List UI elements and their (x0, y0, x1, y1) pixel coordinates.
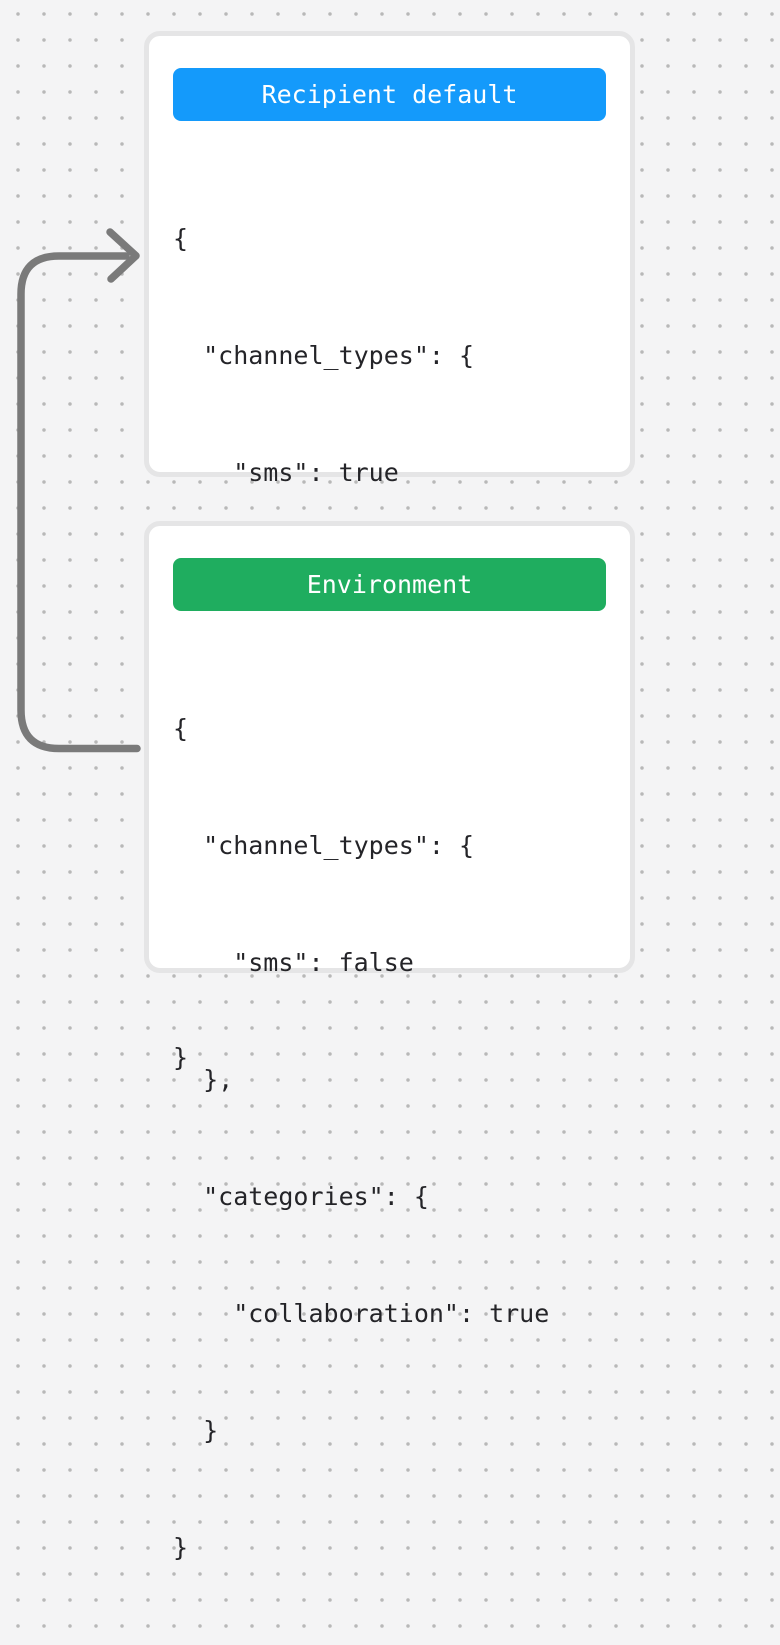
card-header: Recipient default (173, 68, 606, 121)
code-line: "categories": { (173, 1182, 429, 1211)
card-environment: Environment { "channel_types": { "sms": … (144, 521, 635, 1562)
code-block: { "channel_types": { "sms": false }, "ca… (173, 631, 606, 1645)
code-line: { (173, 714, 189, 743)
code-line: "sms": true (173, 458, 399, 487)
arrow-head-icon (106, 228, 140, 283)
code-line: } (173, 1533, 189, 1562)
code-line: "channel_types": { (173, 341, 475, 370)
arrow-shaft (17, 252, 141, 753)
code-line: "sms": false (173, 948, 414, 977)
card-recipient-default: Recipient default { "channel_types": { "… (144, 31, 635, 1072)
code-line: "channel_types": { (173, 831, 475, 860)
card-title: Environment (306, 570, 473, 599)
card-header: Environment (173, 558, 606, 611)
code-line: }, (173, 1065, 234, 1094)
code-line: { (173, 224, 189, 253)
code-line: "collaboration": true (173, 1299, 550, 1328)
card-title: Recipient default (261, 80, 518, 109)
code-line: } (173, 1416, 219, 1445)
